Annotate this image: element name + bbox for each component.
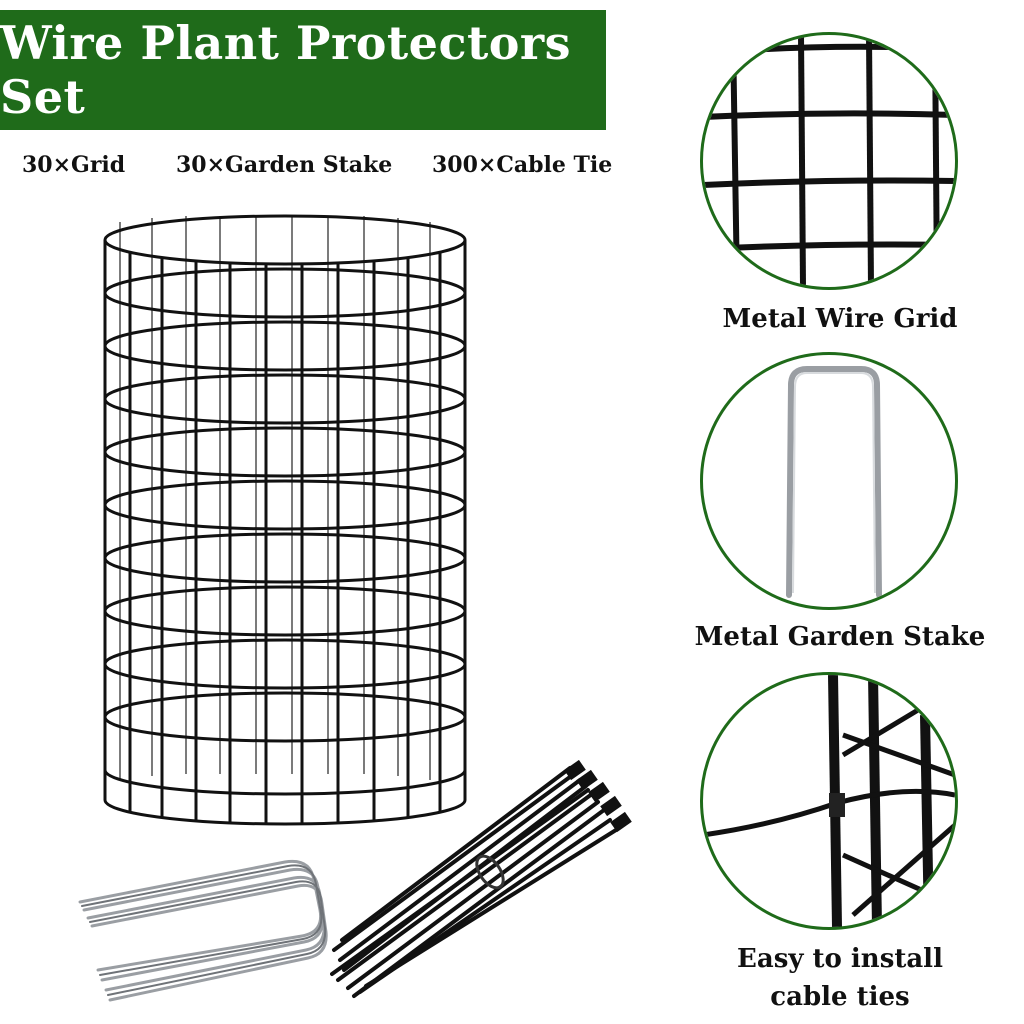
wire-grid-caption: Metal Wire Grid: [722, 304, 958, 334]
cable-tie-closeup-icon: [703, 675, 955, 927]
cable-ties-image: [330, 760, 632, 998]
garden-stake-caption: Metal Garden Stake: [694, 622, 986, 652]
cable-tie-caption-line2: cable ties: [770, 982, 910, 1012]
garden-stake-detail: [700, 352, 958, 610]
cable-tie-caption-line1: Easy to install: [737, 944, 943, 974]
garden-stakes-image: [78, 859, 328, 1002]
wire-grid-detail: [700, 32, 958, 290]
wire-grid-closeup-icon: [703, 35, 955, 287]
cable-tie-detail: [700, 672, 958, 930]
cable-tie-count: 300×Cable Tie: [432, 152, 613, 178]
title-banner: Wire Plant Protectors Set: [0, 10, 606, 130]
cable-tie-caption: Easy to install cable ties: [690, 940, 990, 1016]
stake-count: 30×Garden Stake: [176, 152, 393, 178]
banner-title: Wire Plant Protectors Set: [0, 16, 572, 124]
u-stake-closeup-icon: [786, 366, 882, 598]
wire-cage-image: [103, 214, 467, 826]
grid-count: 30×Grid: [22, 152, 126, 178]
